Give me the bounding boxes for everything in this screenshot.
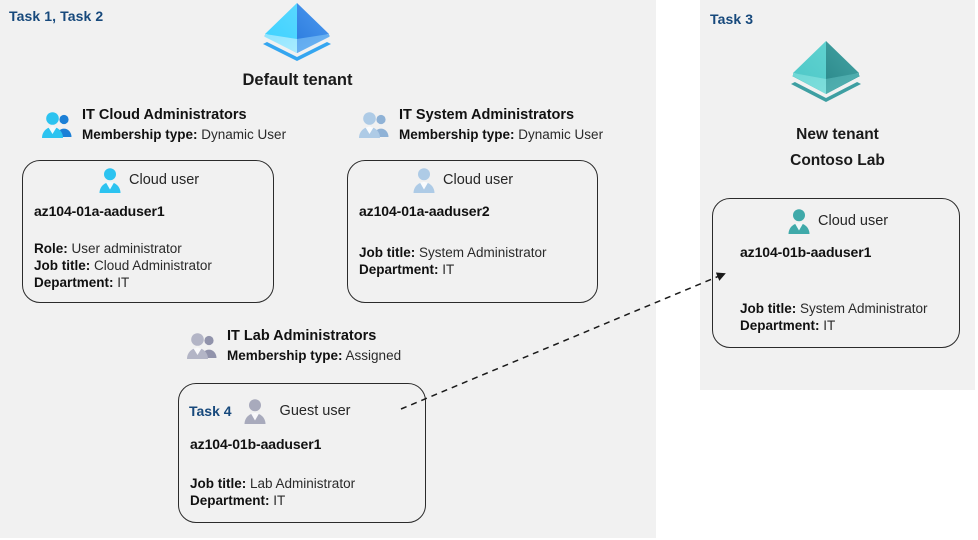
attribute-label: Department: [359,262,439,277]
attribute-row: Job title: System Administrator [740,300,928,317]
user-kind: Cloud user [129,172,200,188]
attribute-label: Department: [740,318,820,333]
user-attributes: Job title: System Administrator Departme… [740,300,928,334]
attribute-label: Job title: [359,245,416,260]
card-head: Cloud user [787,208,888,234]
attribute-row: Department: IT [34,274,212,291]
attribute-row: Department: IT [359,261,547,278]
group-membership: Membership type: Dynamic User [82,125,286,144]
user-attributes: Job title: System Administrator Departme… [359,244,547,278]
group-membership: Membership type: Assigned [227,346,401,365]
user-card-az104-01a-aaduser1[interactable] [22,160,274,303]
user-card-az104-01b-aaduser1-cloud[interactable] [712,198,960,348]
membership-value: Dynamic User [518,127,604,142]
membership-value: Dynamic User [201,127,287,142]
new-tenant-caption-line1: New tenant [796,126,879,143]
attribute-label: Job title: [740,301,797,316]
membership-label: Membership type: [399,127,515,142]
cloud-user-icon [412,167,436,193]
attribute-row: Job title: System Administrator [359,244,547,261]
group-name: IT System Administrators [399,107,575,123]
membership-label: Membership type: [82,127,198,142]
user-kind: Cloud user [443,172,514,188]
user-upn: az104-01b-aaduser1 [740,244,872,260]
membership-label: Membership type: [227,348,343,363]
user-upn: az104-01a-aaduser2 [359,203,490,219]
attribute-row: Job title: Cloud Administrator [34,257,212,274]
group-it-system-administrators: IT System Administrators Membership type… [357,106,603,144]
attribute-value: IT [273,493,286,508]
attribute-value: System Administrator [800,301,928,316]
attribute-value: IT [823,318,836,333]
card-head: Task 4 Guest user [189,398,350,424]
default-tenant-caption: Default tenant [242,71,353,89]
attribute-value: Cloud Administrator [94,258,212,273]
cloud-user-icon [787,208,811,234]
membership-value: Assigned [345,348,402,363]
attribute-value: Lab Administrator [250,476,356,491]
group-name: IT Lab Administrators [227,328,377,344]
user-attributes: Role: User administrator Job title: Clou… [34,240,212,291]
task-label-3: Task 3 [710,11,754,27]
group-it-lab-administrators: IT Lab Administrators Membership type: A… [185,327,401,365]
attribute-value: IT [117,275,130,290]
user-kind: Cloud user [818,213,889,229]
user-upn: az104-01b-aaduser1 [190,436,322,452]
attribute-row: Role: User administrator [34,240,212,257]
new-tenant-caption-line2: Contoso Lab [790,152,885,169]
default-tenant-icon [262,1,332,61]
group-membership: Membership type: Dynamic User [399,125,603,144]
attribute-value: IT [442,262,455,277]
group-name: IT Cloud Administrators [82,107,247,123]
user-kind: Guest user [279,403,351,419]
user-upn: az104-01a-aaduser1 [34,203,165,219]
attribute-label: Job title: [34,258,91,273]
guest-user-icon [243,398,267,424]
group-users-icon [185,331,219,361]
card-head: Cloud user [412,167,513,193]
attribute-value: User administrator [71,241,182,256]
card-head: Cloud user [98,167,199,193]
task-label-1-2: Task 1, Task 2 [9,8,104,24]
task-label-4: Task 4 [189,403,232,419]
group-users-icon [357,110,391,140]
user-card-az104-01b-aaduser1-guest[interactable] [178,383,426,523]
cloud-user-icon [98,167,122,193]
attribute-label: Department: [190,493,270,508]
attribute-row: Job title: Lab Administrator [190,475,355,492]
new-tenant-icon [790,38,862,104]
attribute-row: Department: IT [190,492,355,509]
attribute-label: Role: [34,241,68,256]
group-users-icon [40,110,74,140]
attribute-label: Job title: [190,476,247,491]
attribute-label: Department: [34,275,114,290]
attribute-row: Department: IT [740,317,928,334]
user-attributes: Job title: Lab Administrator Department:… [190,475,355,509]
attribute-value: System Administrator [419,245,547,260]
group-it-cloud-administrators: IT Cloud Administrators Membership type:… [40,106,286,144]
